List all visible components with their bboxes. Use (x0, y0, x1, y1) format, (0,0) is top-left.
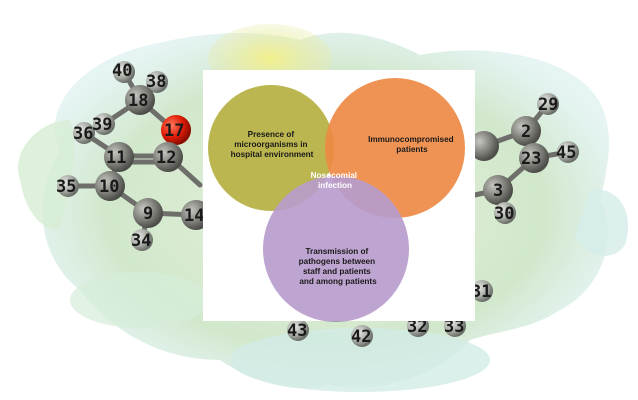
venn-circle-microorganisms (208, 85, 334, 211)
atom-label: 36 (73, 124, 93, 144)
atom-label: 2 (521, 122, 531, 142)
atom-label: 18 (128, 91, 148, 111)
atom-label: 42 (351, 327, 371, 347)
atom-label: 17 (164, 121, 184, 141)
atom-label: 35 (56, 177, 76, 197)
atom-label: 33 (444, 317, 464, 337)
atom-label: 32 (407, 317, 427, 337)
atom-label: 9 (143, 204, 153, 224)
atom-label: 38 (146, 72, 166, 92)
venn-circle-transmission (263, 176, 409, 322)
atom-label: 39 (92, 115, 112, 135)
atom-label: 3 (493, 181, 503, 201)
atom-label: 45 (556, 143, 576, 163)
atom-label: 12 (156, 148, 176, 168)
atom-label: 30 (494, 204, 514, 224)
venn-label-immunocompromised: Immunocompromised patients (368, 135, 456, 154)
venn-label-transmission: Transmission of pathogens between staff … (299, 247, 378, 286)
atom-label: 29 (538, 95, 558, 115)
atom-label: 31 (471, 282, 491, 302)
atom-label: 11 (106, 148, 126, 168)
venn-label-center: Nosocomial infection (311, 171, 360, 190)
atom-label: 10 (99, 177, 119, 197)
venn-label-microorganisms: Presence of microorganisms in hospital e… (231, 130, 314, 159)
atom-label: 40 (112, 61, 132, 81)
atom-label: 43 (287, 321, 307, 341)
atom-label: 23 (521, 149, 541, 169)
atom-label: 14 (184, 206, 204, 226)
atom-label: 34 (131, 231, 151, 251)
atom-labels: 40 38 18 39 17 36 11 12 35 10 9 34 14 29… (56, 61, 576, 347)
